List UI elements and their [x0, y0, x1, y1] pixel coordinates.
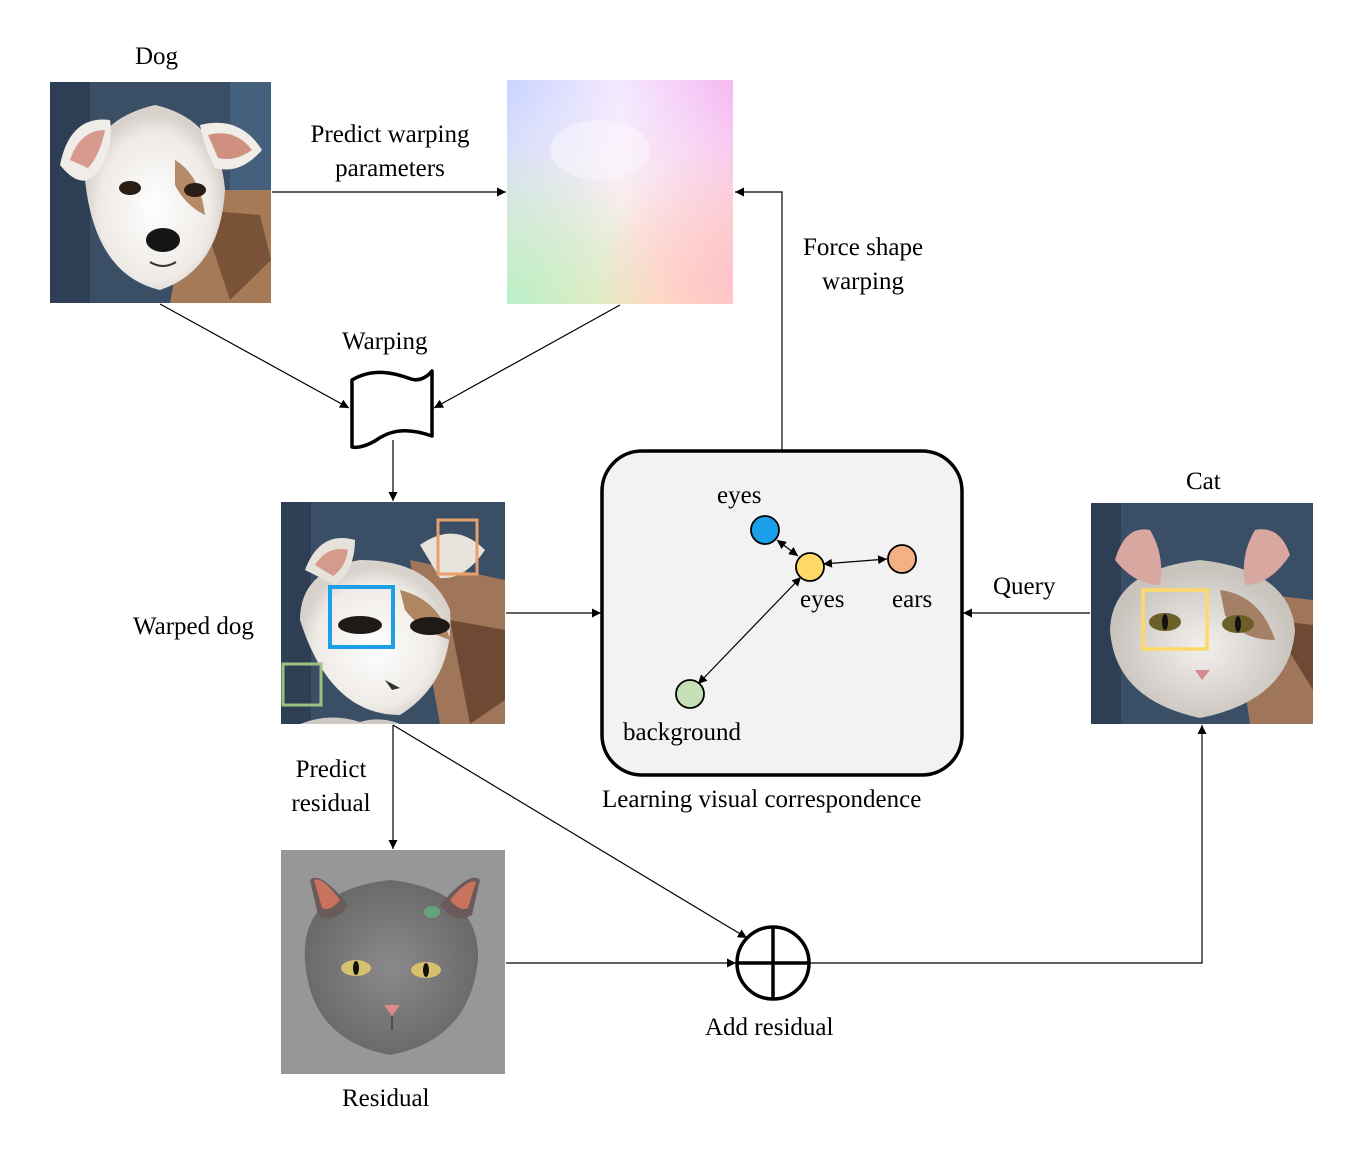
- predict-warping-label: Predict warping parameters: [290, 118, 490, 186]
- residual-image: [281, 850, 505, 1074]
- residual-label: Residual: [342, 1085, 430, 1112]
- cat-image: [1091, 503, 1313, 724]
- node-eyes-yellow: [795, 552, 825, 582]
- node-eyes-blue: [750, 515, 780, 545]
- node-eyes-blue-label: eyes: [717, 482, 762, 509]
- predict-residual-line-2: residual: [291, 790, 371, 817]
- dog-image: [50, 82, 271, 303]
- dog-label: Dog: [135, 43, 179, 70]
- force-shape-label: Force shape warping: [783, 231, 943, 299]
- edge-eyes-background: [697, 576, 802, 685]
- warped-dog-image: [281, 502, 505, 724]
- arrow-panel-to-flow: [735, 187, 783, 450]
- predict-residual-line-1: Predict: [295, 756, 367, 783]
- warp-flow-field-image: [507, 80, 733, 304]
- warping-symbol: [350, 369, 434, 450]
- predict-warping-line-1: Predict warping: [310, 121, 470, 148]
- force-shape-line-2: warping: [822, 268, 904, 295]
- warped-dog-label: Warped dog: [133, 613, 254, 640]
- learning-label: Learning visual correspondence: [602, 786, 922, 813]
- edge-eyes-eyes: [776, 539, 799, 557]
- warping-label: Warping: [342, 328, 428, 355]
- add-residual-label: Add residual: [705, 1014, 834, 1041]
- node-background: [675, 679, 705, 709]
- arrow-dog-to-warp: [159, 303, 350, 409]
- arrow-add-to-cat: [810, 725, 1207, 964]
- node-eyes-yellow-label: eyes: [800, 586, 845, 613]
- force-shape-line-1: Force shape: [802, 234, 924, 261]
- node-ears: [887, 544, 917, 574]
- predict-warping-line-2: parameters: [335, 155, 445, 182]
- arrow-warped-to-add: [392, 724, 748, 939]
- arrow-flow-to-warp: [433, 304, 621, 409]
- cat-label: Cat: [1186, 468, 1221, 495]
- edge-eyes-ears: [822, 555, 888, 568]
- predict-residual-label: Predict residual: [271, 753, 391, 821]
- node-background-label: background: [623, 719, 742, 746]
- node-ears-label: ears: [892, 586, 933, 613]
- query-label: Query: [993, 573, 1056, 600]
- add-operator: [735, 925, 811, 1001]
